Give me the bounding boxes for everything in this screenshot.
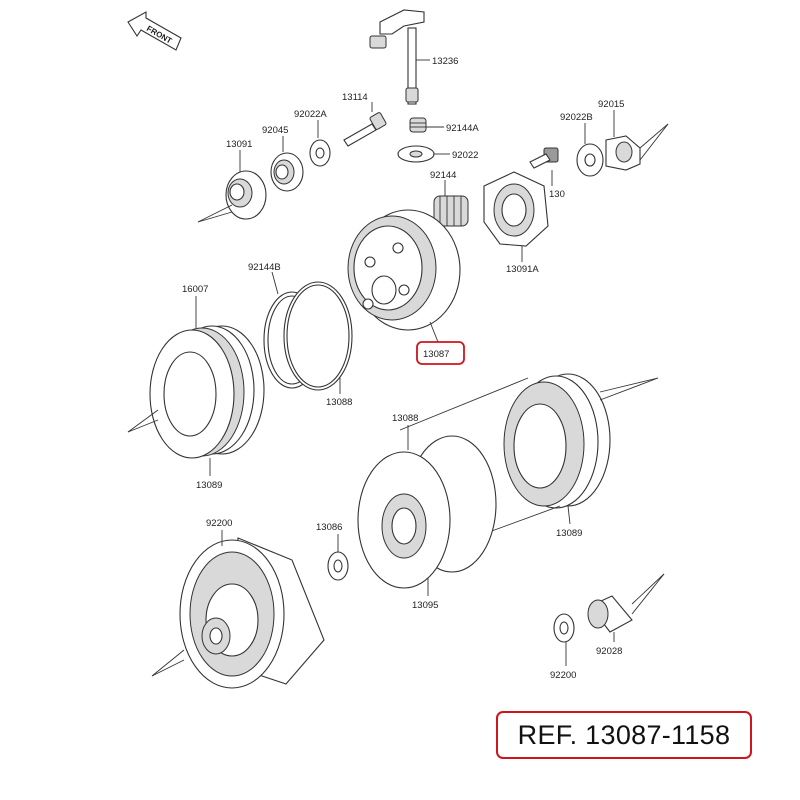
part-13087-clutch-boss	[347, 209, 461, 331]
callout-92200-upper: 13086	[316, 522, 342, 533]
part-13114-pushrod	[343, 102, 387, 147]
callout-92022: 92022	[452, 150, 478, 161]
callout-92022a: 92022A	[294, 109, 327, 120]
callout-92200-lower: 92200	[550, 670, 576, 681]
callout-92022b: 92022B	[560, 112, 593, 123]
callout-92144a: 92144A	[446, 123, 479, 134]
callout-92144b: 92144B	[248, 262, 281, 273]
part-13088-13089-plates-right	[399, 373, 611, 551]
callout-13088-left: 16007	[182, 284, 208, 295]
part-13236-shaft	[369, 9, 430, 105]
callout-13086: 13095	[412, 600, 438, 611]
callout-92045: 92045	[262, 125, 288, 136]
part-13086-clutch-hub	[357, 435, 497, 589]
callout-13091a: 13091A	[506, 264, 539, 275]
callout-13236: 13236	[432, 56, 458, 67]
callout-13089-left: 13089	[196, 480, 222, 491]
part-130-bolt	[529, 147, 559, 169]
callout-92144: 92144	[430, 170, 456, 181]
reference-box: REF. 13087-1158	[496, 711, 752, 759]
part-13088-13089-plates-left	[149, 325, 265, 459]
callout-130: 130	[549, 189, 565, 200]
part-13091-cover	[225, 170, 267, 220]
callout-13089-right: 13089	[556, 528, 582, 539]
callout-13095: 92200	[206, 518, 232, 529]
part-92144a-spring	[409, 117, 427, 133]
reference-text: REF. 13087-1158	[517, 719, 731, 750]
part-92015-nut	[605, 135, 641, 171]
callout-13091: 13091	[226, 139, 252, 150]
part-92144-spring	[433, 195, 469, 227]
part-13095-clutch-housing	[179, 537, 325, 689]
part-13091a-plate	[483, 171, 549, 247]
callout-13087: 13087	[423, 349, 449, 360]
front-arrow-icon: FRONT	[127, 11, 182, 51]
part-92028-sleeve	[587, 595, 633, 633]
callout-16007: 13088	[326, 397, 352, 408]
callout-13114: 13114	[342, 92, 368, 103]
part-92045-bearing	[270, 152, 304, 192]
callout-92028: 92028	[596, 646, 622, 657]
callout-13087-highlight-box	[416, 341, 465, 365]
callout-13088-right: 13088	[392, 413, 418, 424]
callout-92015: 92015	[598, 99, 624, 110]
